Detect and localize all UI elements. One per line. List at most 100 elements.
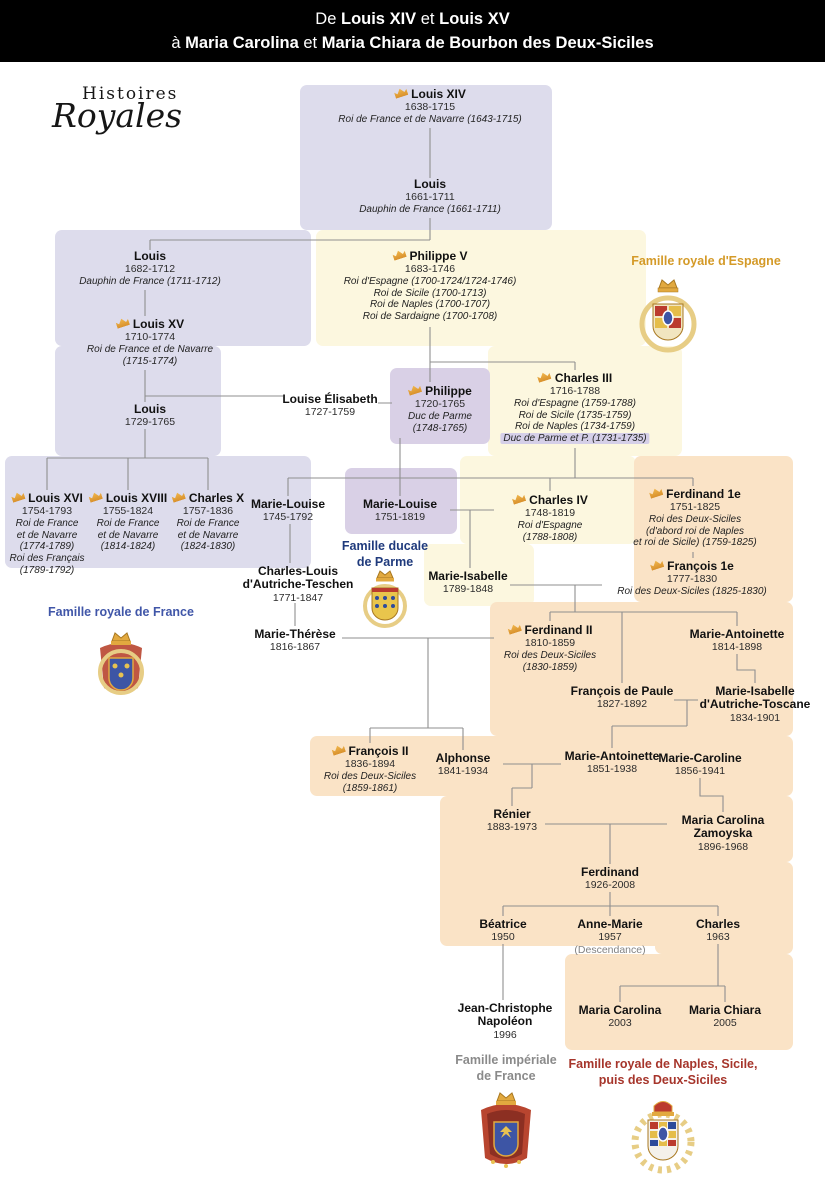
- zone-naples: [490, 602, 793, 736]
- person-title: Duc de Parme et P. (1731-1735): [500, 433, 650, 445]
- person-title: Roi de France: [96, 517, 160, 529]
- person-dates: 1816-1867: [269, 641, 321, 654]
- person-dates: 1757-1836: [182, 505, 234, 518]
- zone-espagne: [424, 544, 534, 606]
- zone-france: [55, 346, 221, 456]
- crown-icon: [649, 558, 664, 571]
- person-dates: 1751-1825: [669, 501, 721, 514]
- person-name: Marie-Louise: [362, 497, 438, 511]
- person-dates: 1851-1938: [586, 763, 638, 776]
- person-title: Roi des Deux-Siciles: [323, 770, 417, 782]
- person-dates: 1856-1941: [674, 765, 726, 778]
- title-line-2: à Maria Carolina et Maria Chiara de Bour…: [171, 33, 654, 52]
- person-name: Charles-Louis: [257, 564, 338, 578]
- person-dates: 1827-1892: [596, 698, 648, 711]
- person-title: et de Navarre: [177, 529, 239, 541]
- parme-coat-of-arms-icon: [360, 568, 410, 635]
- person-name: Marie-Thérèse: [254, 627, 336, 641]
- family-label-parme: Famille ducale de Parme: [342, 538, 428, 571]
- person-dates: 1836-1894: [344, 758, 396, 771]
- person-dates: 1957: [598, 931, 622, 944]
- person-dates: 1745-1792: [262, 511, 314, 524]
- person-title: Roi de Naples (1700-1707): [369, 299, 491, 311]
- person-name: d'Autriche-Teschen: [242, 577, 354, 592]
- person-dates: 1777-1830: [666, 573, 718, 586]
- crown-icon: [115, 316, 130, 329]
- zone-espagne: [460, 456, 636, 544]
- person-title: (1824-1830): [180, 541, 236, 553]
- crown-icon: [511, 492, 526, 505]
- person-dates: 1754-1793: [21, 505, 73, 518]
- family-label-text: Famille impériale: [455, 1053, 557, 1067]
- zone-naples: [634, 456, 793, 602]
- person-title: Dauphin de France (1661-1711): [359, 203, 501, 215]
- crown-icon: [10, 490, 25, 503]
- person-name: Marie-Louise: [250, 497, 326, 511]
- person-name: Ferdinand II: [504, 624, 596, 637]
- person-dates: 1683-1746: [404, 263, 456, 276]
- crown-icon: [648, 486, 663, 499]
- family-label-espagne: Famille royale d'Espagne: [631, 253, 781, 269]
- person-name: Marie-Antoinette: [564, 749, 660, 763]
- person-title: Roi des Français: [9, 553, 85, 565]
- person-title: Roi de France et de Navarre (1643-1715): [338, 113, 522, 125]
- family-label-imperiale: Famille impériale de France: [455, 1052, 556, 1085]
- person-name: Charles III: [500, 372, 649, 385]
- person-dates: 1729-1765: [124, 416, 176, 429]
- person-dates: 1883-1973: [486, 821, 538, 834]
- crown-icon: [393, 86, 408, 99]
- title-line-1: De Louis XIV et Louis XV: [315, 10, 510, 28]
- person-title: (1774-1789): [19, 541, 75, 553]
- zone-parme: [345, 468, 457, 534]
- person-title: (1859-1861): [342, 782, 398, 794]
- person-title: (1830-1859): [522, 661, 578, 673]
- zone-espagne: [316, 230, 646, 346]
- person-name: François de Paule: [570, 684, 674, 698]
- family-label-naples: Famille royale de Naples, Sicile, puis d…: [569, 1056, 758, 1089]
- person-title: (1814-1824): [100, 541, 156, 553]
- person-dates: 1814-1898: [711, 641, 763, 654]
- person-title: (1789-1792): [19, 565, 75, 576]
- person-dates: 2003: [608, 1017, 632, 1030]
- spain-coat-of-arms-icon: [638, 276, 698, 365]
- person-name: Ferdinand 1e: [633, 488, 756, 501]
- person-title: Roi de Sardaigne (1700-1708): [362, 311, 498, 323]
- crown-icon: [537, 370, 552, 383]
- person-name: Marie-Isabelle: [428, 569, 508, 583]
- crown-icon: [407, 383, 422, 396]
- person-name: Louis XV: [87, 318, 213, 331]
- person-dates: 1834-1901: [729, 711, 781, 724]
- family-label-france: Famille royale de France: [48, 604, 194, 620]
- person-name: Charles IV: [512, 494, 588, 507]
- empire-coat-of-arms-icon: [473, 1088, 539, 1185]
- person-title: Roi d'Espagne: [517, 519, 583, 531]
- person-title: Roi d'Espagne (1700-1724/1724-1746): [343, 275, 517, 287]
- person-name: Charles: [695, 917, 741, 931]
- zone-france: [55, 230, 311, 346]
- person-name: François II: [324, 745, 416, 758]
- person-name: Louis XVIII: [89, 492, 167, 505]
- person-name: Napoléon: [477, 1014, 533, 1029]
- logo-word-histoires: Histoires: [82, 84, 179, 104]
- person-name: Maria Carolina: [578, 1003, 662, 1017]
- crown-icon: [88, 490, 103, 503]
- person-dates: 1926-2008: [584, 879, 636, 892]
- person-dates: 1896-1968: [697, 840, 749, 853]
- person-title: Roi de Naples (1734-1759): [514, 421, 636, 433]
